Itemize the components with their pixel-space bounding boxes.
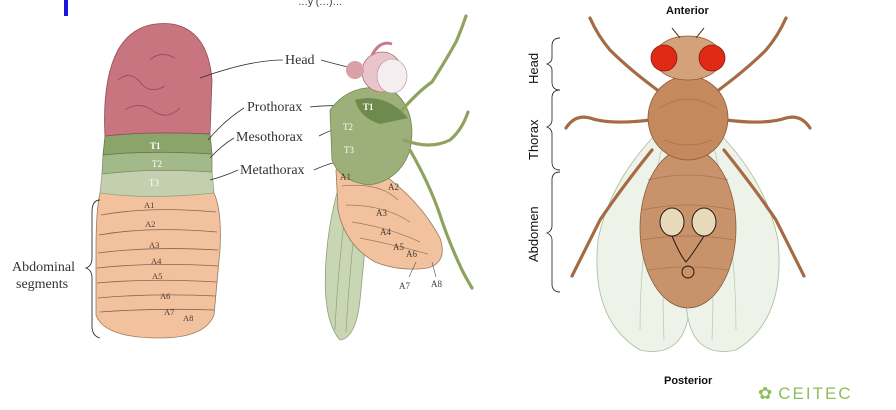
larva-drawing: T1 T2 T3 A1 A2 A3 A4 A5 A6 A7 A8	[86, 24, 220, 338]
top-fly-left-eye	[651, 45, 677, 71]
leader-lines	[200, 60, 352, 180]
label-top-thorax: Thorax	[526, 119, 541, 160]
larva-seg-a7: A7	[164, 307, 174, 317]
side-seg-a4: A4	[380, 227, 391, 237]
side-seg-t2: T2	[343, 122, 353, 132]
larva-seg-t1: T1	[150, 141, 161, 151]
larva-seg-a8: A8	[183, 313, 193, 323]
ceitec-wordmark: CEITEC	[778, 384, 852, 404]
side-seg-a3: A3	[376, 208, 387, 218]
larva-seg-a3: A3	[149, 240, 159, 250]
label-top-head: Head	[526, 53, 541, 84]
side-seg-a1: A1	[340, 172, 351, 182]
top-fly-right-eye	[699, 45, 725, 71]
ceitec-flower-icon: ✿	[758, 384, 774, 404]
larva-seg-a4: A4	[151, 256, 162, 266]
label-abdominal: Abdominal	[12, 260, 75, 275]
larva-seg-t3: T3	[149, 178, 159, 188]
label-mesothorax: Mesothorax	[236, 130, 303, 145]
larva-seg-a5: A5	[152, 271, 162, 281]
side-seg-a5: A5	[393, 242, 404, 252]
side-seg-t3: T3	[344, 145, 354, 155]
top-fly-drawing	[566, 18, 810, 351]
label-top-abdomen: Abdomen	[526, 206, 541, 262]
side-fly-drawing: T1 T2 T3 A1 A2 A3 A4 A5 A6 A7 A8	[325, 16, 472, 340]
top-fly-thorax	[648, 76, 728, 160]
label-head: Head	[285, 53, 315, 68]
larva-seg-t2: T2	[152, 159, 162, 169]
top-view-brackets	[547, 38, 560, 292]
larva-seg-a1: A1	[144, 200, 154, 210]
side-seg-t1: T1	[363, 102, 374, 112]
larva-head	[105, 24, 212, 136]
larva-seg-a6: A6	[160, 291, 170, 301]
larva-seg-a2: A2	[145, 219, 155, 229]
side-seg-a8: A8	[431, 279, 442, 289]
label-prothorax: Prothorax	[247, 100, 302, 115]
label-posterior: Posterior	[664, 375, 713, 387]
side-seg-a2: A2	[388, 182, 399, 192]
side-seg-a7: A7	[399, 281, 410, 291]
label-anterior: Anterior	[666, 5, 710, 17]
label-metathorax: Metathorax	[240, 163, 305, 178]
side-seg-a6: A6	[406, 249, 417, 259]
ceitec-logo: ✿ CEITEC	[758, 384, 853, 404]
label-segments: segments	[16, 277, 68, 292]
top-fly-abdomen	[640, 148, 736, 308]
